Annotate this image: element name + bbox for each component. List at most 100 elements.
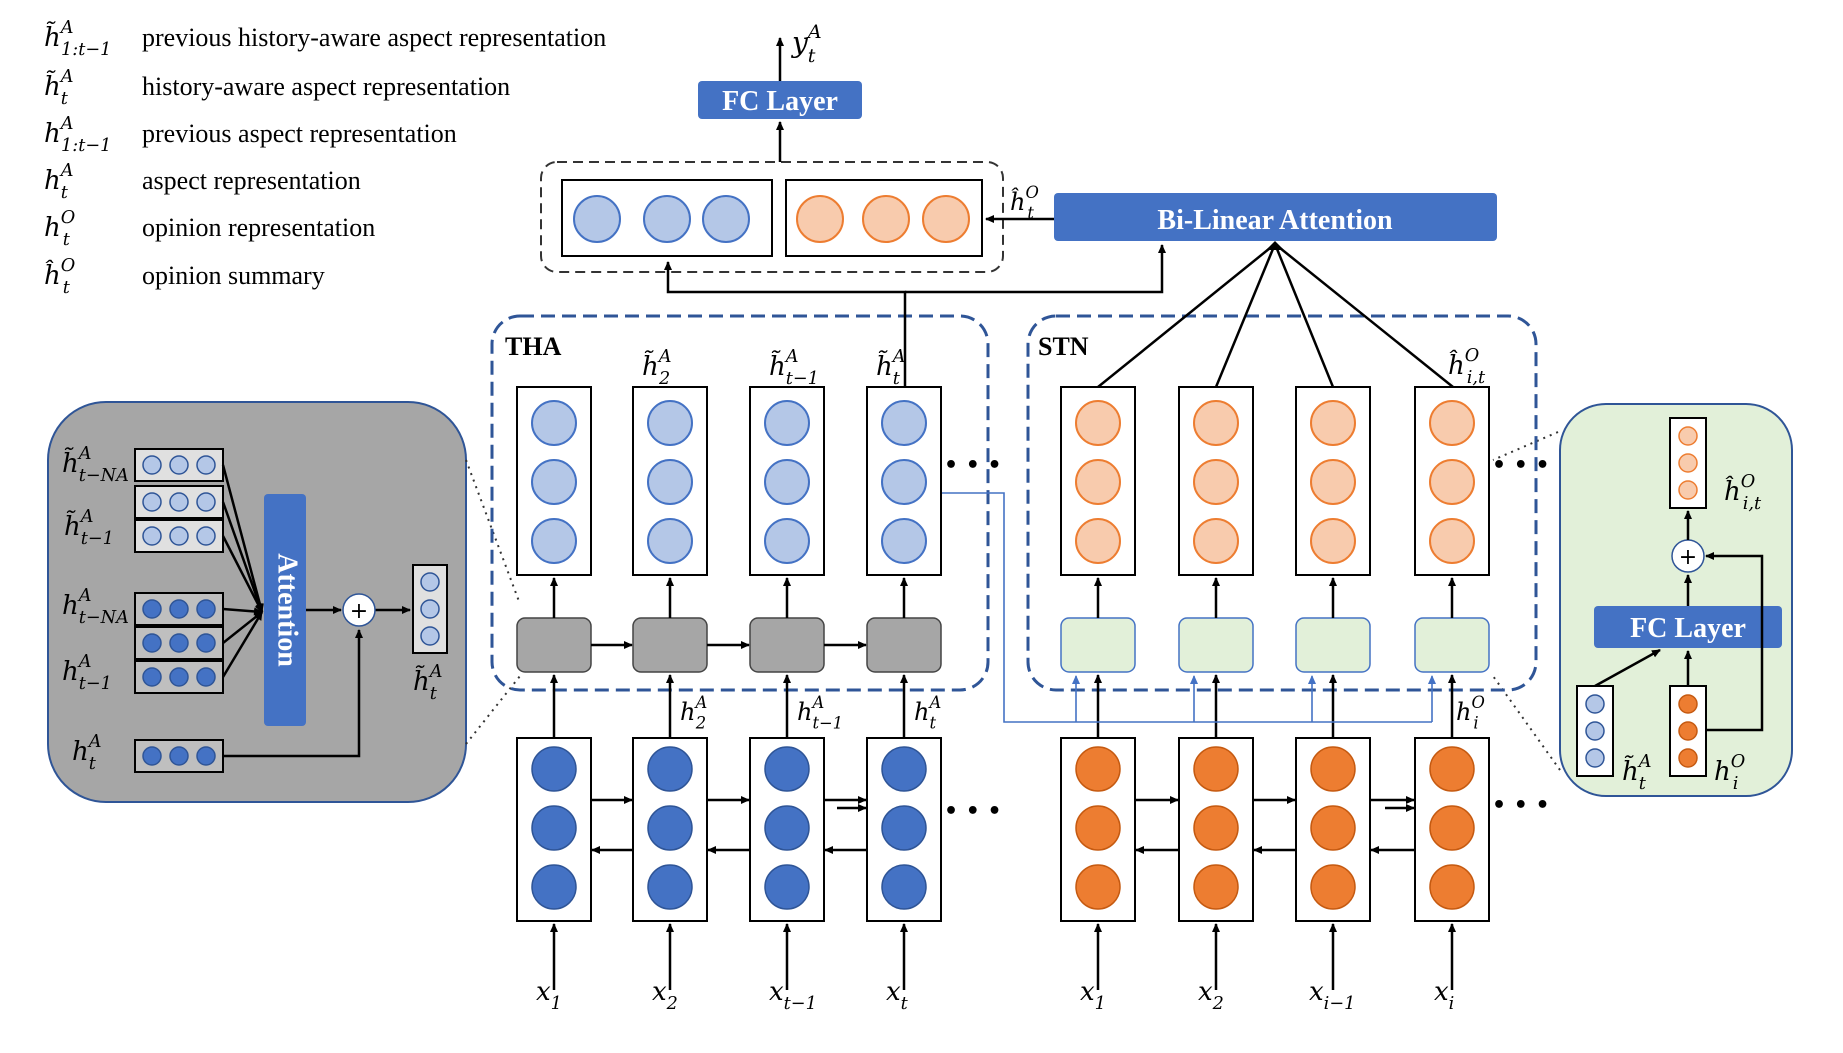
svg-text:x1: x1: [536, 977, 562, 1014]
stn-encoder-unit: [1193, 746, 1239, 792]
aspect-unit: [573, 195, 621, 243]
ellipsis: • • •: [944, 453, 1002, 478]
stn-title: STN: [1038, 332, 1089, 361]
svg-text:hOi: hOi: [1714, 752, 1746, 794]
tha-module: [490, 314, 990, 692]
tha-column: [516, 386, 592, 990]
svg-text:xt: xt: [886, 977, 909, 1014]
tha-output-unit: [881, 459, 927, 505]
svg-text:ĥOt: ĥOt: [44, 256, 76, 298]
tha-encoder-unit: [881, 746, 927, 792]
aspect-box: [134, 626, 224, 660]
attention-label: Attention: [272, 553, 303, 667]
fc-layer: [698, 81, 862, 119]
fusion-fc-layer: [1594, 606, 1782, 648]
tha-output-unit: [881, 400, 927, 446]
fusion-aspect-box: [1576, 685, 1614, 777]
svg-text:x2: x2: [652, 977, 678, 1014]
aspect-box: [134, 592, 224, 626]
stn-encoder-unit: [1429, 746, 1475, 792]
bilinear-attention-label: Bi-Linear Attention: [1157, 205, 1393, 236]
aspect-to-stn-connector: [942, 492, 1436, 723]
tha-column: [632, 386, 708, 990]
svg-text:h̃At: h̃At: [413, 662, 442, 704]
stn-module: [1026, 314, 1538, 692]
history-aware-box: [134, 519, 224, 553]
svg-text:h̃At−1: h̃At−1: [64, 507, 114, 549]
stn-cell: [1414, 617, 1490, 673]
fc-layer-label: FC Layer: [722, 86, 838, 117]
svg-text:ĥOi,t: ĥOi,t: [1448, 346, 1486, 388]
stn-output-unit: [1075, 400, 1121, 446]
svg-text:hOt: hOt: [44, 208, 76, 250]
svg-text:hAt−NA: hAt−NA: [62, 586, 129, 628]
history-aware-box: [134, 485, 224, 519]
tha-output-unit: [764, 518, 810, 564]
fusion-opinion-box: [1669, 685, 1707, 777]
tha-output-unit: [647, 459, 693, 505]
stn-cell: [1295, 617, 1371, 673]
stn-input-label: xi−1: [1309, 977, 1355, 1014]
svg-text:hAt: hAt: [72, 732, 101, 774]
stn-input-label: x2: [1198, 977, 1224, 1014]
tha-encoder-unit: [881, 805, 927, 851]
opinion-unit: [796, 195, 844, 243]
svg-text:hAt−1: hAt−1: [797, 693, 843, 732]
stn-column: [1060, 386, 1136, 990]
stn-encoder-unit: [1075, 746, 1121, 792]
opinion-unit: [862, 195, 910, 243]
stn-encoder-unit: [1310, 805, 1356, 851]
stn-output-unit: [1429, 400, 1475, 446]
stn-encoder-unit: [1075, 805, 1121, 851]
tha-encoder-unit: [764, 746, 810, 792]
stn-cell: [1178, 617, 1254, 673]
aspect-box: [134, 660, 224, 694]
stn-encoder-unit: [1310, 746, 1356, 792]
svg-text:h̃At: h̃At: [1622, 752, 1651, 794]
stn-encoder-unit: [1075, 864, 1121, 910]
stn-encoder-unit: [1193, 805, 1239, 851]
stn-cell: [1060, 617, 1136, 673]
fusion-fc-label: FC Layer: [1630, 613, 1746, 644]
fusion-output-box: [1669, 417, 1707, 509]
svg-text:ĥOt: ĥOt: [1010, 183, 1039, 222]
svg-text:x1: x1: [1080, 977, 1106, 1014]
tha-cell: [516, 617, 592, 673]
aspect-unit: [643, 195, 691, 243]
stn-output-unit: [1310, 518, 1356, 564]
tha-encoder-unit: [647, 805, 693, 851]
tha-cell: [866, 617, 942, 673]
stn-encoder-unit: [1429, 864, 1475, 910]
svg-text:hAt: hAt: [914, 693, 941, 732]
stn-column: [1178, 386, 1254, 990]
stn-input-label: x1: [1080, 977, 1106, 1014]
ellipsis: • • •: [1492, 453, 1550, 478]
stn-output-unit: [1429, 459, 1475, 505]
svg-text:h̃At: h̃At: [44, 67, 73, 109]
legend-text: previous history-aware aspect representa…: [142, 23, 606, 52]
svg-text:hOi: hOi: [1456, 693, 1485, 732]
